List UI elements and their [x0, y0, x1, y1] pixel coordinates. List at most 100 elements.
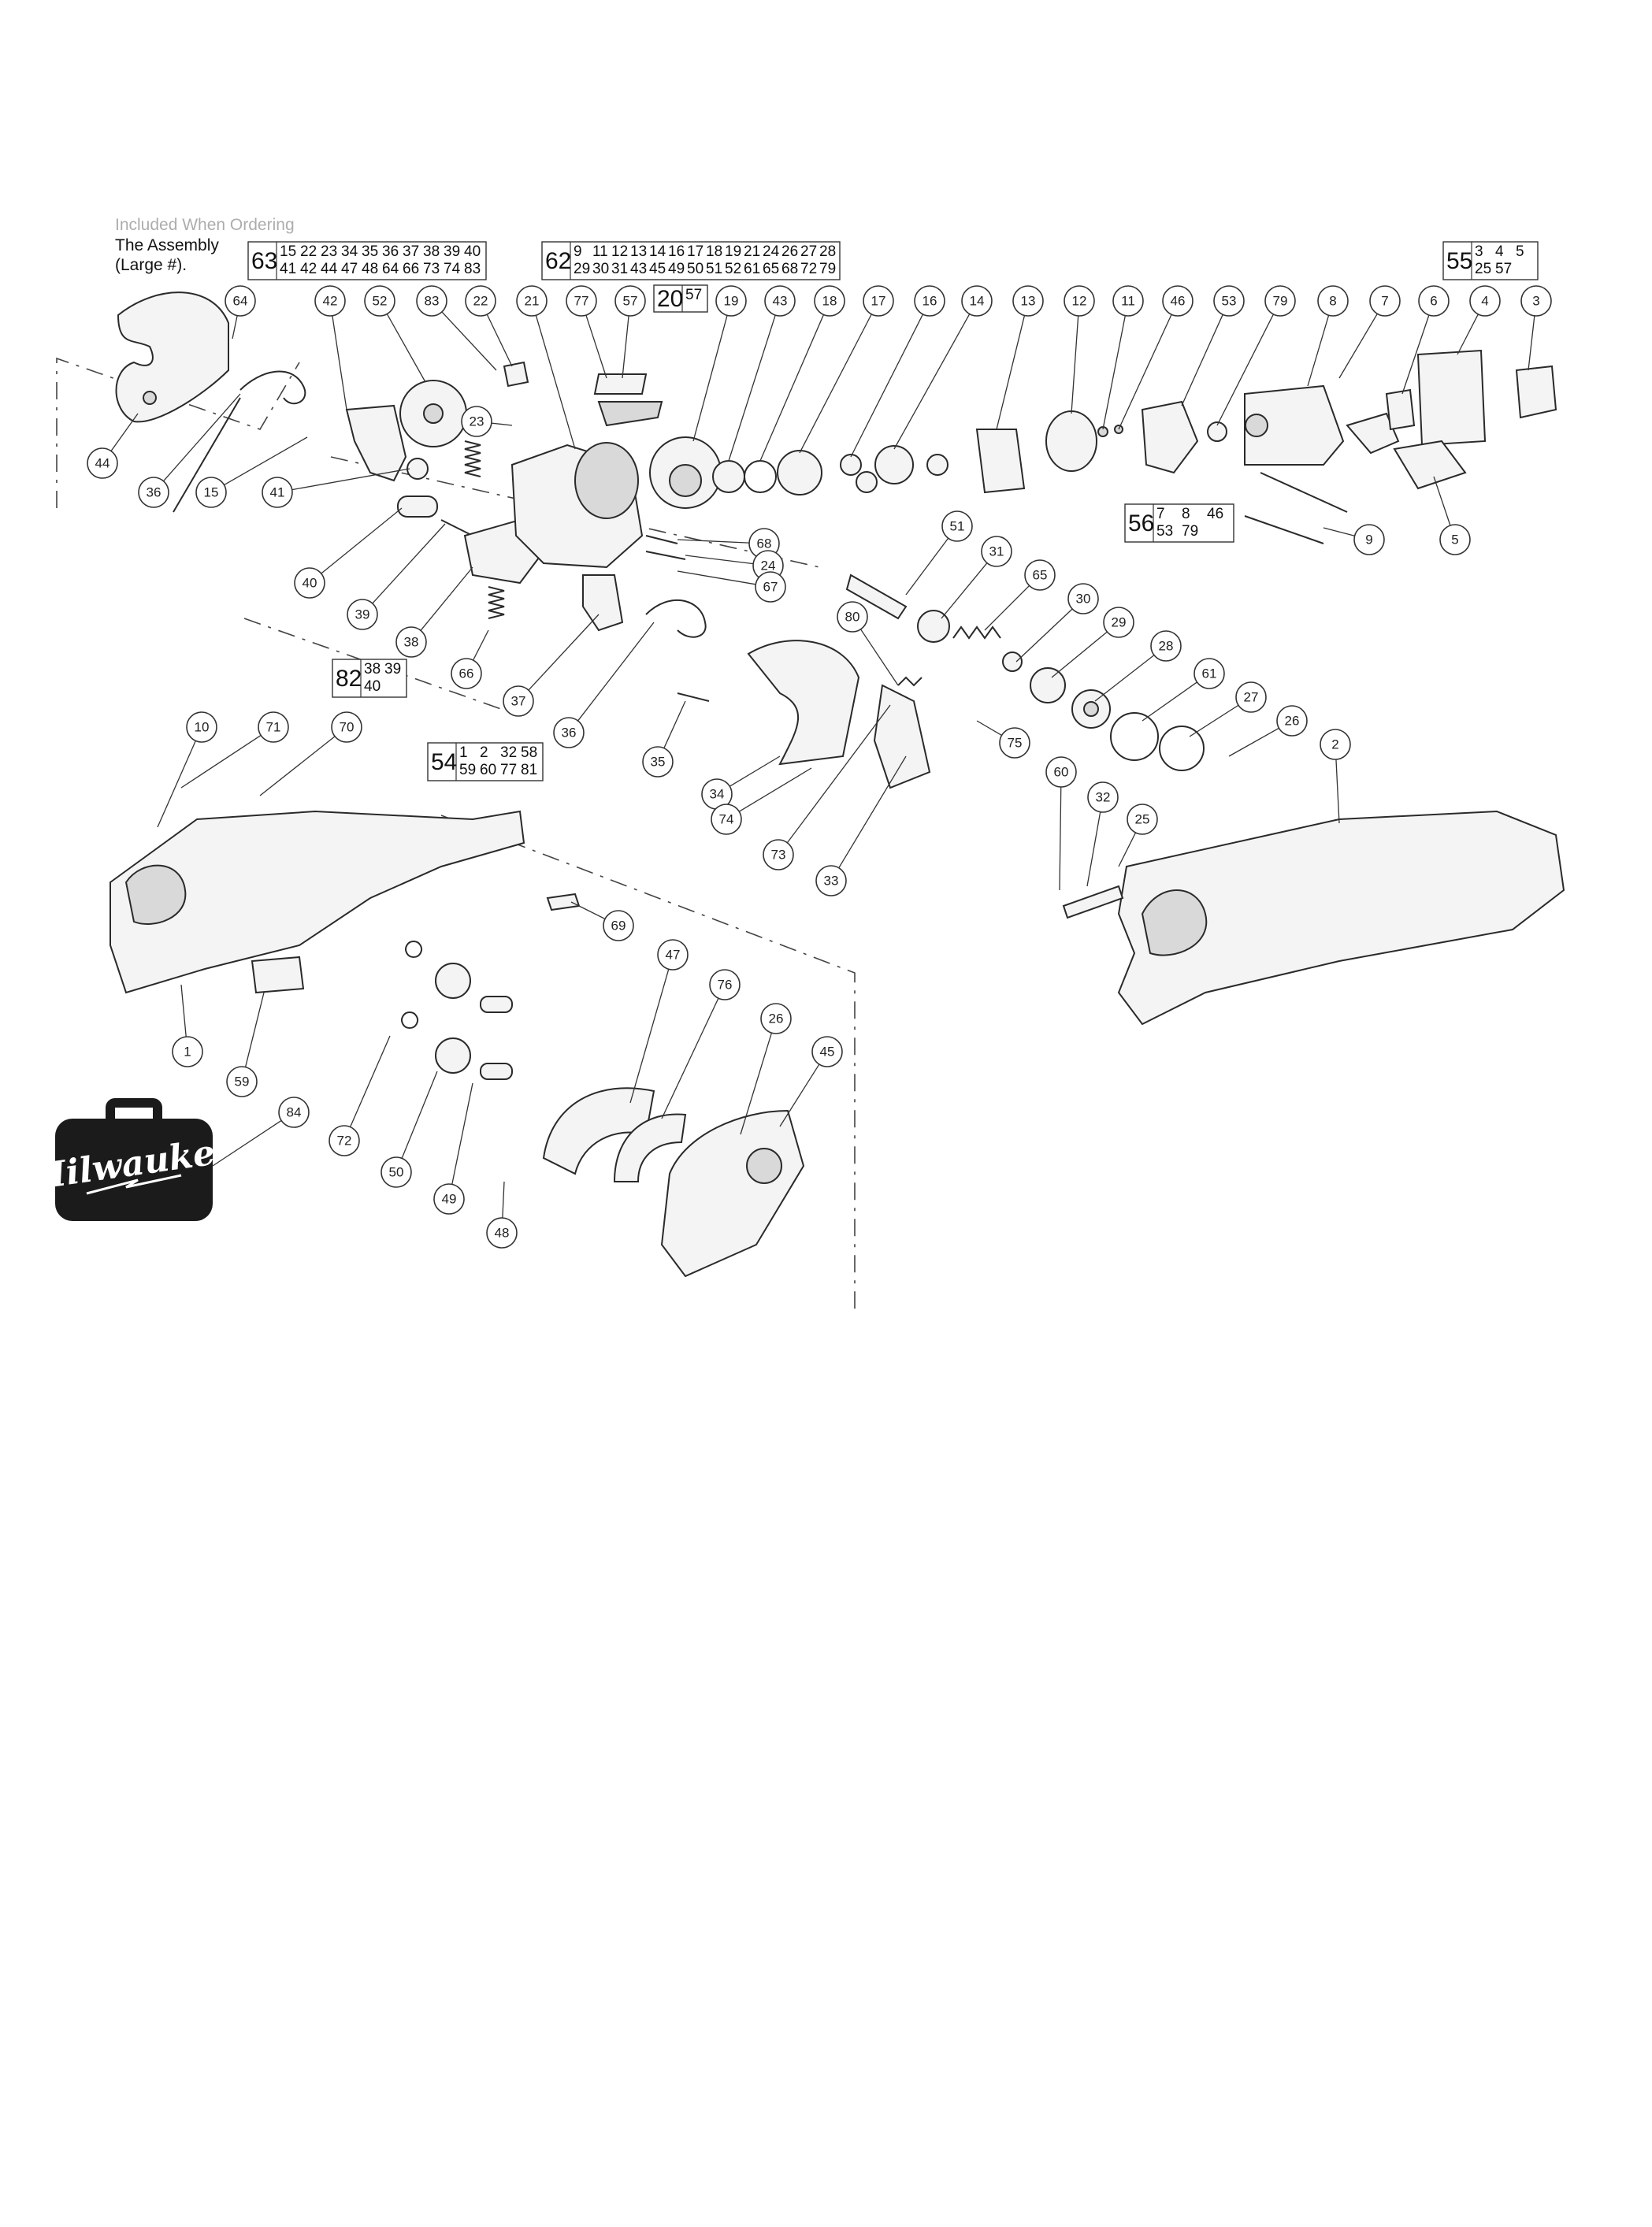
callout-57: 57: [614, 285, 646, 317]
kit-63-included-part: 73: [423, 261, 440, 277]
leader-line: [1228, 727, 1279, 757]
callout-25: 25: [1127, 804, 1158, 835]
callout-circle: [837, 601, 868, 633]
leader-line: [685, 555, 754, 565]
kit-82-main-number: 82: [336, 666, 362, 692]
callout-circle: [195, 477, 227, 508]
leader-line: [535, 315, 576, 450]
leader-line: [473, 629, 489, 661]
part-79-pinion: [1207, 421, 1227, 442]
callout-43: 43: [764, 285, 796, 317]
callout-circle: [642, 746, 674, 778]
part-6-bracket: [1385, 388, 1416, 431]
note-line-1: Included When Ordering: [115, 216, 295, 234]
callout-5: 5: [1439, 524, 1471, 555]
callout-label: 26: [769, 1011, 784, 1026]
leader-line: [1338, 314, 1378, 379]
callout-label: 36: [562, 726, 577, 740]
callout-17: 17: [863, 285, 894, 317]
callout-28: 28: [1150, 630, 1182, 662]
part-76-arc-plate: [613, 1113, 687, 1182]
kit-54-included-part: 58: [521, 744, 537, 761]
callout-50: 50: [381, 1156, 412, 1188]
callout-label: 69: [611, 919, 626, 933]
callout-48: 48: [486, 1217, 518, 1249]
callout-circle: [763, 839, 794, 870]
callout-18: 18: [814, 285, 845, 317]
leader-line: [1086, 811, 1101, 887]
kit-54-included-part: 2: [480, 744, 488, 761]
part-3-terminal: [1515, 365, 1557, 419]
callout-26: 26: [760, 1003, 792, 1034]
kit-62-main-number: 62: [545, 248, 571, 274]
callout-circle: [258, 711, 289, 743]
kit-63-included-part: 34: [341, 243, 358, 260]
kit-62-included-part: 12: [611, 243, 628, 260]
leader-line: [677, 539, 750, 544]
callout-10: 10: [186, 711, 217, 743]
callout-label: 80: [845, 610, 860, 625]
leader-line: [859, 629, 899, 686]
part-77-pad: [597, 401, 663, 427]
callout-circle: [1520, 285, 1552, 317]
callout-49: 49: [433, 1183, 465, 1215]
part-33-plate: [873, 684, 931, 789]
callout-label: 83: [425, 294, 440, 309]
part-49-pin-2: [480, 1063, 513, 1080]
part-1-handle-half: [110, 810, 525, 994]
callout-circle: [262, 477, 293, 508]
callout-circle: [961, 285, 993, 317]
leader-line: [729, 755, 781, 787]
callout-circle: [1112, 285, 1144, 317]
kit-62-included-part: 13: [630, 243, 647, 260]
callout-circle: [138, 477, 169, 508]
part-57-label: [593, 373, 648, 395]
callout-label: 15: [204, 485, 219, 500]
kit-62-included-part: 68: [781, 261, 798, 277]
leader-line: [663, 700, 686, 748]
leader-line: [1059, 786, 1062, 891]
part-18-snap-ring: [744, 460, 777, 493]
kit-63-included-part: 35: [362, 243, 378, 260]
callout-circle: [760, 1003, 792, 1034]
kit-54-included-part: 81: [521, 762, 537, 778]
kit-62-included-part: 31: [611, 261, 628, 277]
assembly-note: Included When Ordering The Assembly (Lar…: [115, 216, 295, 274]
kit-20-included-part: 57: [685, 287, 702, 303]
kit-56-included-part: 7: [1156, 506, 1165, 522]
part-66-spring-upper: [464, 440, 481, 477]
callout-circle: [87, 447, 118, 479]
leader-line: [349, 1035, 391, 1127]
callout-70: 70: [331, 711, 362, 743]
callout-label: 50: [389, 1165, 404, 1180]
callout-label: 23: [470, 414, 484, 429]
part-19-pinion: [669, 464, 702, 497]
callout-circle: [451, 658, 482, 689]
callout-32: 32: [1087, 781, 1119, 813]
callout-circle: [1264, 285, 1296, 317]
leader-line: [577, 622, 655, 722]
part-7-trigger: [1346, 412, 1400, 455]
callout-label: 70: [340, 720, 355, 735]
kit-63-included-part: 42: [300, 261, 317, 277]
leader-line: [401, 1071, 438, 1159]
callout-label: 18: [822, 294, 837, 309]
part-66-spring: [488, 586, 505, 619]
part-8-motor-shaft: [1245, 414, 1268, 437]
callout-circle: [1024, 559, 1056, 591]
kit-56-included-part: 53: [1156, 523, 1173, 540]
part-59-label: [251, 956, 305, 994]
leader-line: [622, 315, 629, 379]
part-36-rod: [173, 397, 241, 513]
callout-label: 6: [1430, 294, 1437, 309]
part-16-planet-1: [840, 454, 862, 476]
callout-label: 34: [710, 787, 725, 802]
part-32-link: [1062, 885, 1124, 919]
kit-62-included-part: 50: [687, 261, 703, 277]
callout-37: 37: [503, 685, 534, 717]
leader-line: [941, 562, 988, 619]
callout-circle: [1317, 285, 1349, 317]
callout-circle: [331, 711, 362, 743]
kit-63-included-part: 41: [280, 261, 296, 277]
leader-line: [799, 314, 872, 454]
